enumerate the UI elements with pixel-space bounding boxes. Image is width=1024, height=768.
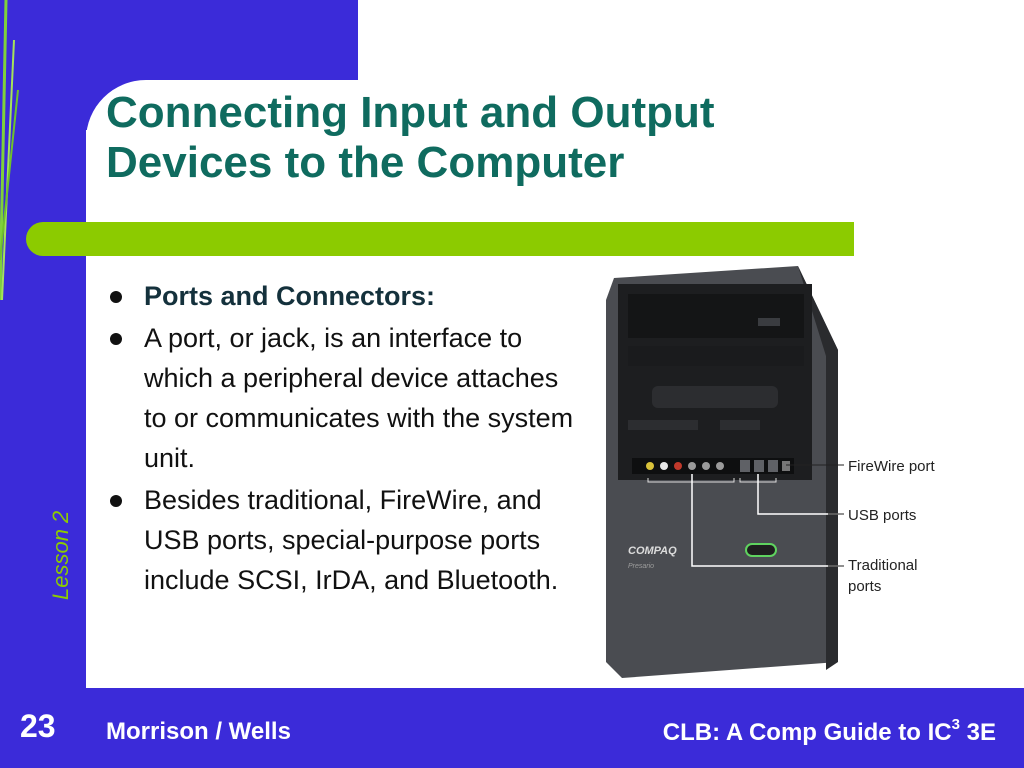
bullet-text: Ports and Connectors: bbox=[144, 281, 436, 311]
bullet-text: A port, or jack, is an interface to whic… bbox=[144, 323, 574, 473]
callout-usb-ports: USB ports bbox=[848, 507, 916, 524]
bottom-frame-bar bbox=[0, 688, 1024, 768]
bullet-list: Ports and Connectors: A port, or jack, i… bbox=[108, 276, 588, 602]
page-number: 23 bbox=[20, 708, 56, 744]
footer-title-suffix: 3E bbox=[959, 719, 996, 746]
bullet-dot-icon bbox=[110, 291, 122, 303]
callout-traditional-ports-line1: Traditional bbox=[848, 557, 917, 574]
title-line-2: Devices to the Computer bbox=[106, 138, 625, 187]
lesson-side-label: Lesson 2 bbox=[48, 510, 73, 600]
bullet-item: Besides traditional, FireWire, and USB p… bbox=[108, 480, 588, 600]
bullet-item: A port, or jack, is an interface to whic… bbox=[108, 318, 588, 478]
footer-course-title: CLB: A Comp Guide to IC3 3E bbox=[662, 716, 996, 747]
tower-model: Presario bbox=[628, 563, 654, 570]
title-line-1: Connecting Input and Output bbox=[106, 88, 715, 137]
computer-tower-figure: COMPAQ Presario FireWire port USB ports … bbox=[606, 266, 936, 678]
footer-authors: Morrison / Wells bbox=[106, 718, 291, 745]
grass-decoration bbox=[0, 0, 19, 300]
bullet-dot-icon bbox=[110, 495, 122, 507]
content-panel bbox=[86, 80, 1024, 680]
slide-title: Connecting Input and Output Devices to t… bbox=[106, 88, 866, 188]
footer-title-superscript: 3 bbox=[951, 716, 960, 733]
callout-firewire-port: FireWire port bbox=[848, 458, 936, 475]
bullet-item: Ports and Connectors: bbox=[108, 276, 588, 316]
tower-brand: COMPAQ bbox=[628, 545, 677, 557]
callout-traditional-ports-line2: ports bbox=[848, 578, 881, 595]
footer-title-prefix: CLB: A Comp Guide to IC bbox=[662, 719, 952, 746]
title-divider-bar bbox=[26, 222, 854, 256]
bullet-text: Besides traditional, FireWire, and USB p… bbox=[144, 485, 559, 595]
bullet-dot-icon bbox=[110, 333, 122, 345]
